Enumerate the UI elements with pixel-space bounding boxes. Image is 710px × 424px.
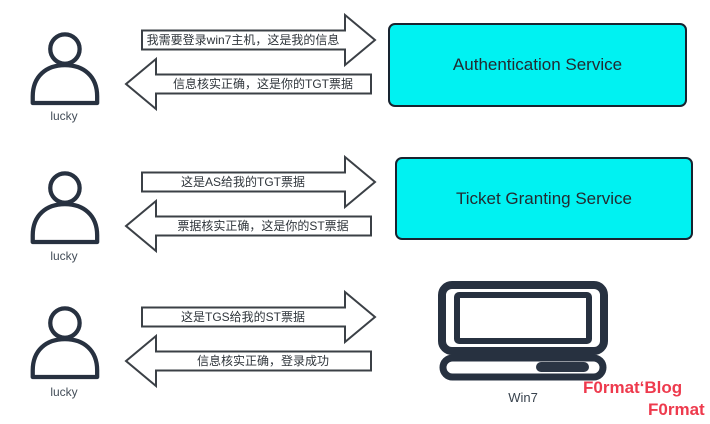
win7-laptop-icon [438, 281, 608, 381]
request-arrow-label: 这是AS给我的TGT票据 [180, 175, 305, 189]
user-icon [30, 171, 100, 245]
response-arrow-label: 信息核实正确，登录成功 [196, 354, 329, 368]
actor-label: lucky [50, 385, 78, 399]
ticket-granting-service-label: Ticket Granting Service [455, 188, 633, 208]
actor-label: lucky [50, 109, 78, 123]
response-arrow-icon [124, 333, 372, 389]
actor-label: lucky [50, 249, 78, 263]
request-arrow-label: 这是TGS给我的ST票据 [180, 310, 305, 324]
ticket-granting-service-box: Ticket Granting Service [395, 157, 693, 240]
response-arrow-label: 票据核实正确，这是你的ST票据 [177, 219, 349, 233]
request-arrow-icon [141, 12, 377, 68]
watermark-line1: F0rmat‘Blog [583, 378, 683, 397]
watermark-line2: F0rmat [648, 400, 705, 419]
request-arrow-icon [141, 289, 377, 345]
win7-label: Win7 [508, 390, 538, 405]
request-arrow-label: 我需要登录win7主机，这是我的信息 [146, 33, 340, 47]
response-arrow-icon [124, 56, 372, 112]
authentication-service-label: Authentication Service [452, 55, 623, 74]
user-icon [30, 306, 100, 380]
user-icon [30, 32, 100, 106]
request-arrow-icon [141, 154, 377, 210]
response-arrow-icon [124, 198, 372, 254]
authentication-service-box: Authentication Service [388, 23, 687, 107]
response-arrow-label: 信息核实正确，这是你的TGT票据 [173, 77, 353, 91]
